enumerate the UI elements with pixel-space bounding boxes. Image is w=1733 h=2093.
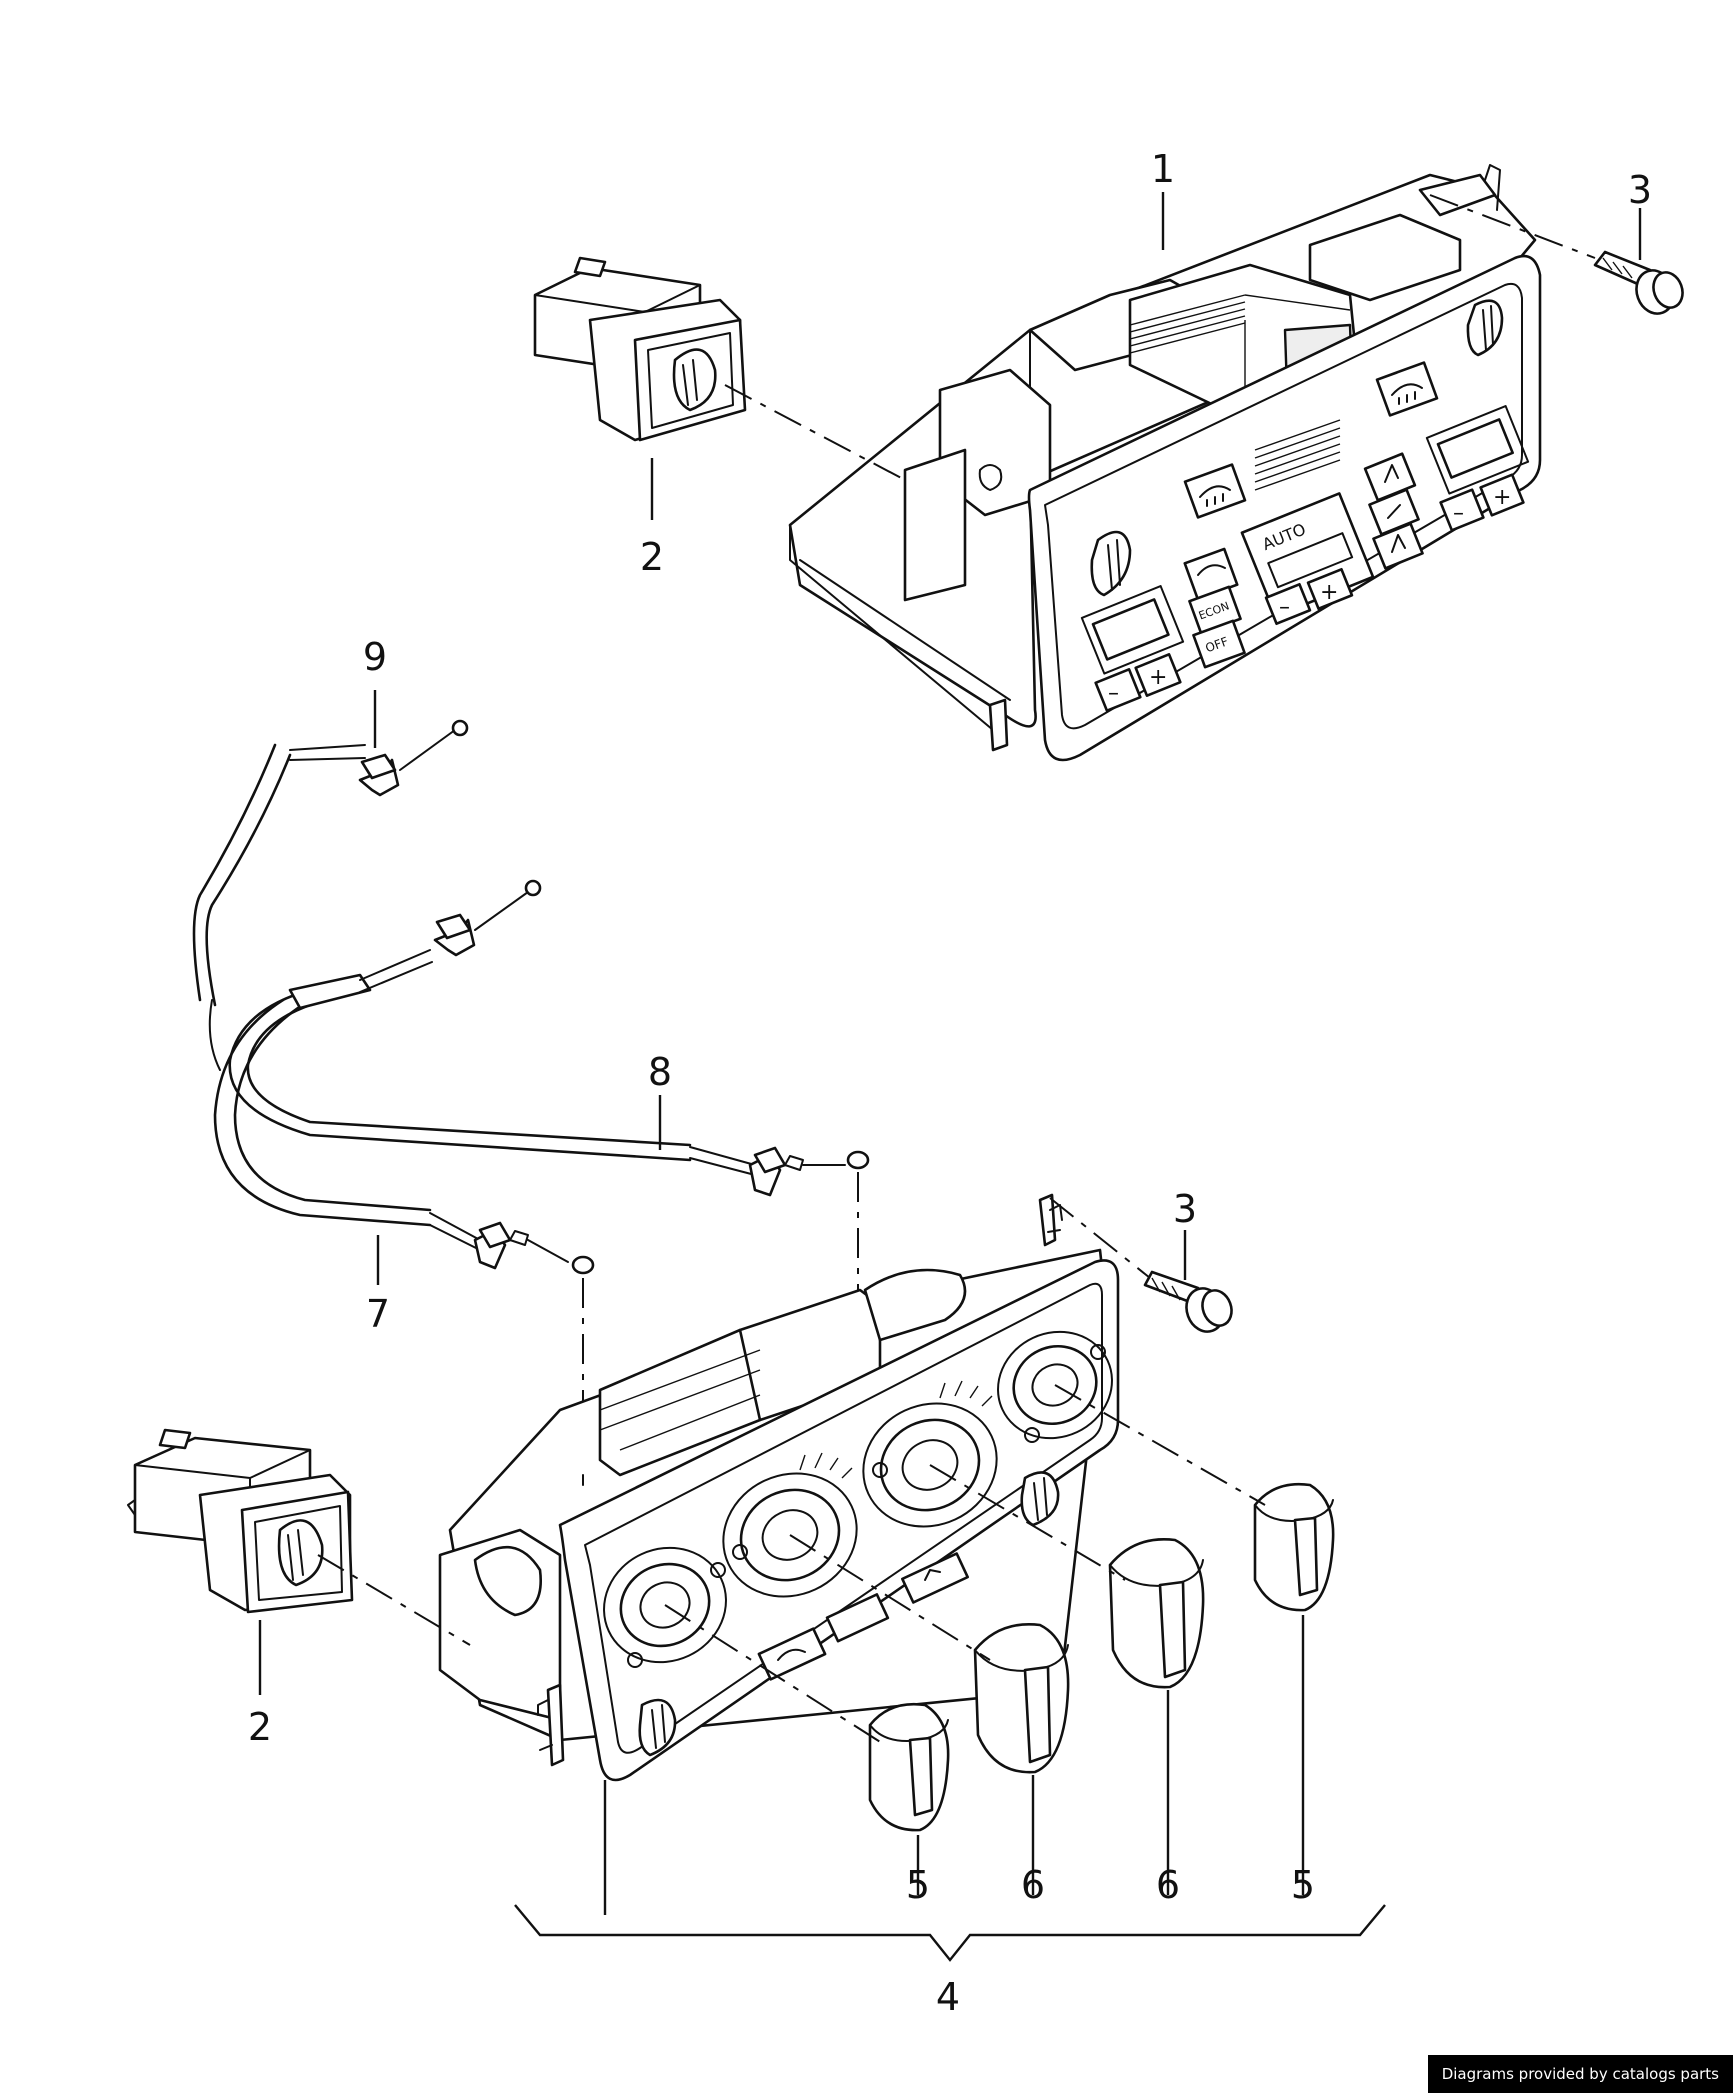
- svg-text:–: –: [1453, 501, 1464, 526]
- callout-part-2-upper: 2: [640, 535, 664, 579]
- svg-text:+: +: [1320, 580, 1338, 605]
- svg-text:+: +: [1149, 665, 1167, 690]
- control-unit-manual: [438, 1193, 1120, 1782]
- control-unit-climatronic: – + ECON OFF AUTO – + – +: [788, 164, 1542, 762]
- credit-footer: Diagrams provided by catalogs parts: [1427, 2055, 1733, 2093]
- callout-part-2-lower: 2: [248, 1705, 272, 1749]
- knob-6-left: [973, 1623, 1070, 1774]
- screw-lower: [1143, 1270, 1233, 1333]
- seat-heating-switch-upper: [533, 256, 747, 442]
- callout-part-3-upper: 3: [1628, 168, 1652, 212]
- knob-5-left: [868, 1702, 950, 1832]
- svg-text:–: –: [1108, 681, 1119, 706]
- callout-part-7: 7: [366, 1292, 390, 1336]
- seat-heating-switch-lower: [127, 1428, 354, 1614]
- callout-part-3-lower: 3: [1173, 1187, 1197, 1231]
- callout-numbers: 1 2 3 2 9 8 7 3 5 6 6 5 4: [248, 147, 1652, 2019]
- callout-part-5-right: 5: [1291, 1863, 1315, 1907]
- callout-part-6-left: 6: [1021, 1863, 1045, 1907]
- callout-part-9: 9: [363, 635, 387, 679]
- callout-part-5-left: 5: [906, 1863, 930, 1907]
- screw-upper: [1593, 250, 1684, 315]
- bowden-cables: [192, 719, 870, 1475]
- callout-part-6-right: 6: [1156, 1863, 1180, 1907]
- callout-part-1: 1: [1151, 147, 1175, 191]
- svg-text:–: –: [1279, 595, 1290, 620]
- callout-part-4: 4: [936, 1975, 960, 2019]
- leader-lines: [258, 192, 1642, 1962]
- knob-6-right: [1108, 1538, 1205, 1689]
- callout-part-8: 8: [648, 1050, 672, 1094]
- alignment-lines: [317, 194, 1596, 1746]
- svg-text:+: +: [1493, 485, 1511, 510]
- knob-5-right: [1253, 1482, 1335, 1612]
